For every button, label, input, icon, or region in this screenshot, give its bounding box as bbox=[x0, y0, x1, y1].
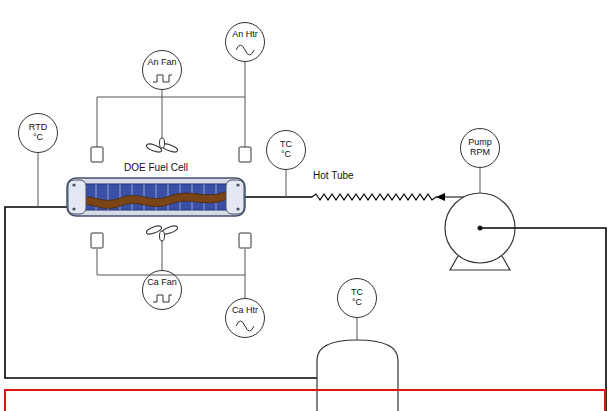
node-label: TC bbox=[351, 288, 363, 298]
fuel-cell: DOE Fuel Cell bbox=[67, 161, 245, 217]
fan-gauge: Ca Fan bbox=[142, 270, 182, 310]
heater-gauge: An Htr bbox=[225, 22, 265, 62]
node-label: TC bbox=[280, 140, 292, 150]
node-label: An Htr bbox=[232, 30, 258, 40]
node-label: °C bbox=[33, 133, 43, 143]
node-label: RTD bbox=[29, 123, 47, 133]
pump-illustration bbox=[445, 193, 515, 270]
node-label: Ca Htr bbox=[232, 306, 258, 316]
tube-label: Hot Tube bbox=[312, 170, 355, 181]
node-label: RPM bbox=[470, 148, 490, 158]
rtd-gauge: RTD°C bbox=[18, 113, 58, 153]
red-frame bbox=[5, 390, 605, 411]
fuel-cell-illustration bbox=[67, 178, 245, 216]
pump-gauge: PumpRPM bbox=[460, 128, 500, 168]
signal-symbols bbox=[153, 45, 254, 331]
node-label: Ca Fan bbox=[147, 278, 177, 288]
node-label: °C bbox=[281, 150, 291, 160]
node-label: An Fan bbox=[147, 58, 176, 68]
heater-gauge: Ca Htr bbox=[225, 298, 265, 338]
node-label: DOE Fuel Cell bbox=[124, 162, 188, 173]
fan-gauge: An Fan bbox=[142, 50, 182, 90]
flow-arrowhead bbox=[436, 193, 445, 201]
thermocouple-gauge: TC°C bbox=[337, 278, 377, 318]
node-label: Pump bbox=[468, 138, 492, 148]
tank-illustration bbox=[317, 340, 398, 411]
node-label: °C bbox=[352, 298, 362, 308]
thermocouple-gauge: TC°C bbox=[266, 130, 306, 170]
